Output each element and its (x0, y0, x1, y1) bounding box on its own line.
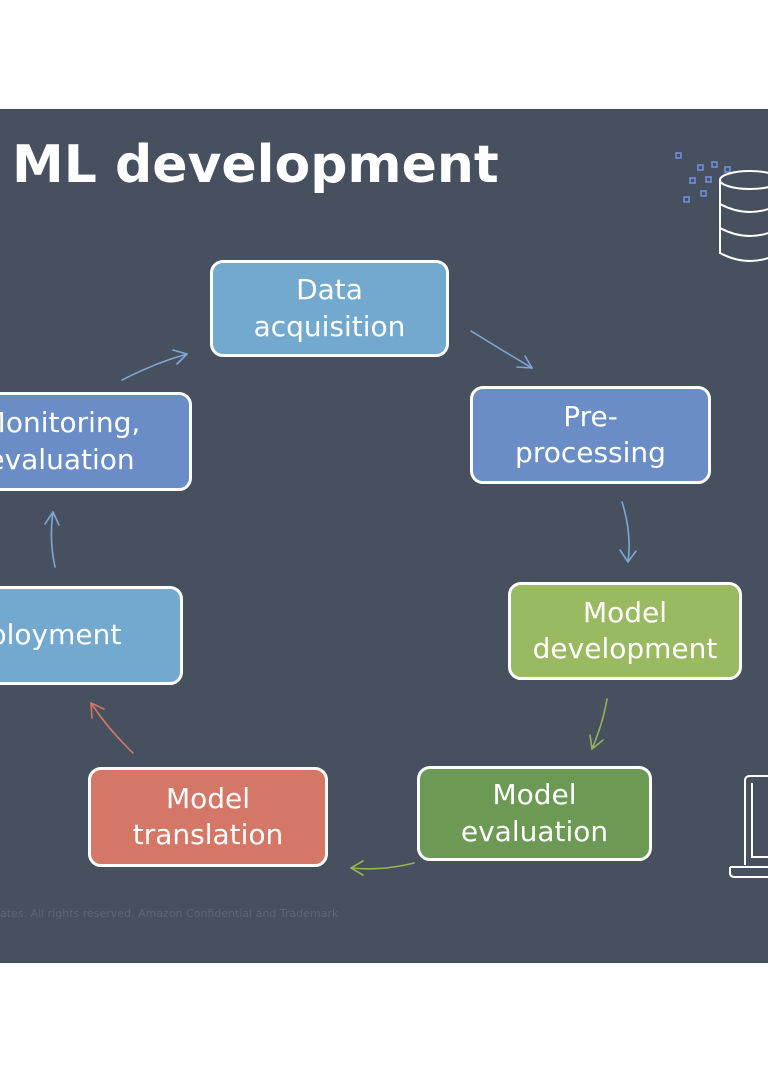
arrow-translation-to-deployment (90, 702, 134, 754)
arrow-deployment-to-monitoring (44, 511, 60, 568)
arrow-development-to-evaluation (589, 698, 608, 750)
node-model-evaluation: Model evaluation (417, 766, 652, 861)
slide-title: ML development (12, 135, 499, 195)
node-model-development: Model development (508, 582, 742, 680)
copyright-footer: ates. All rights reserved. Amazon Confid… (0, 907, 339, 920)
database-icon (675, 152, 768, 262)
arrow-acquisition-to-preprocessing (470, 330, 533, 369)
laptop-icon (729, 775, 768, 878)
arrow-preprocessing-to-development (619, 501, 637, 563)
arrow-monitoring-to-acquisition (121, 349, 188, 381)
node-data-acquisition: Data acquisition (210, 260, 449, 357)
cycle-arrows (44, 330, 637, 876)
node-pre-processing: Pre- processing (470, 386, 711, 484)
node-deployment: eployment (0, 586, 183, 685)
node-model-translation: Model translation (88, 767, 328, 867)
node-monitoring-evaluation: Monitoring, evaluation (0, 392, 192, 491)
arrow-evaluation-to-translation (350, 860, 415, 876)
slide: ML development (0, 109, 768, 963)
